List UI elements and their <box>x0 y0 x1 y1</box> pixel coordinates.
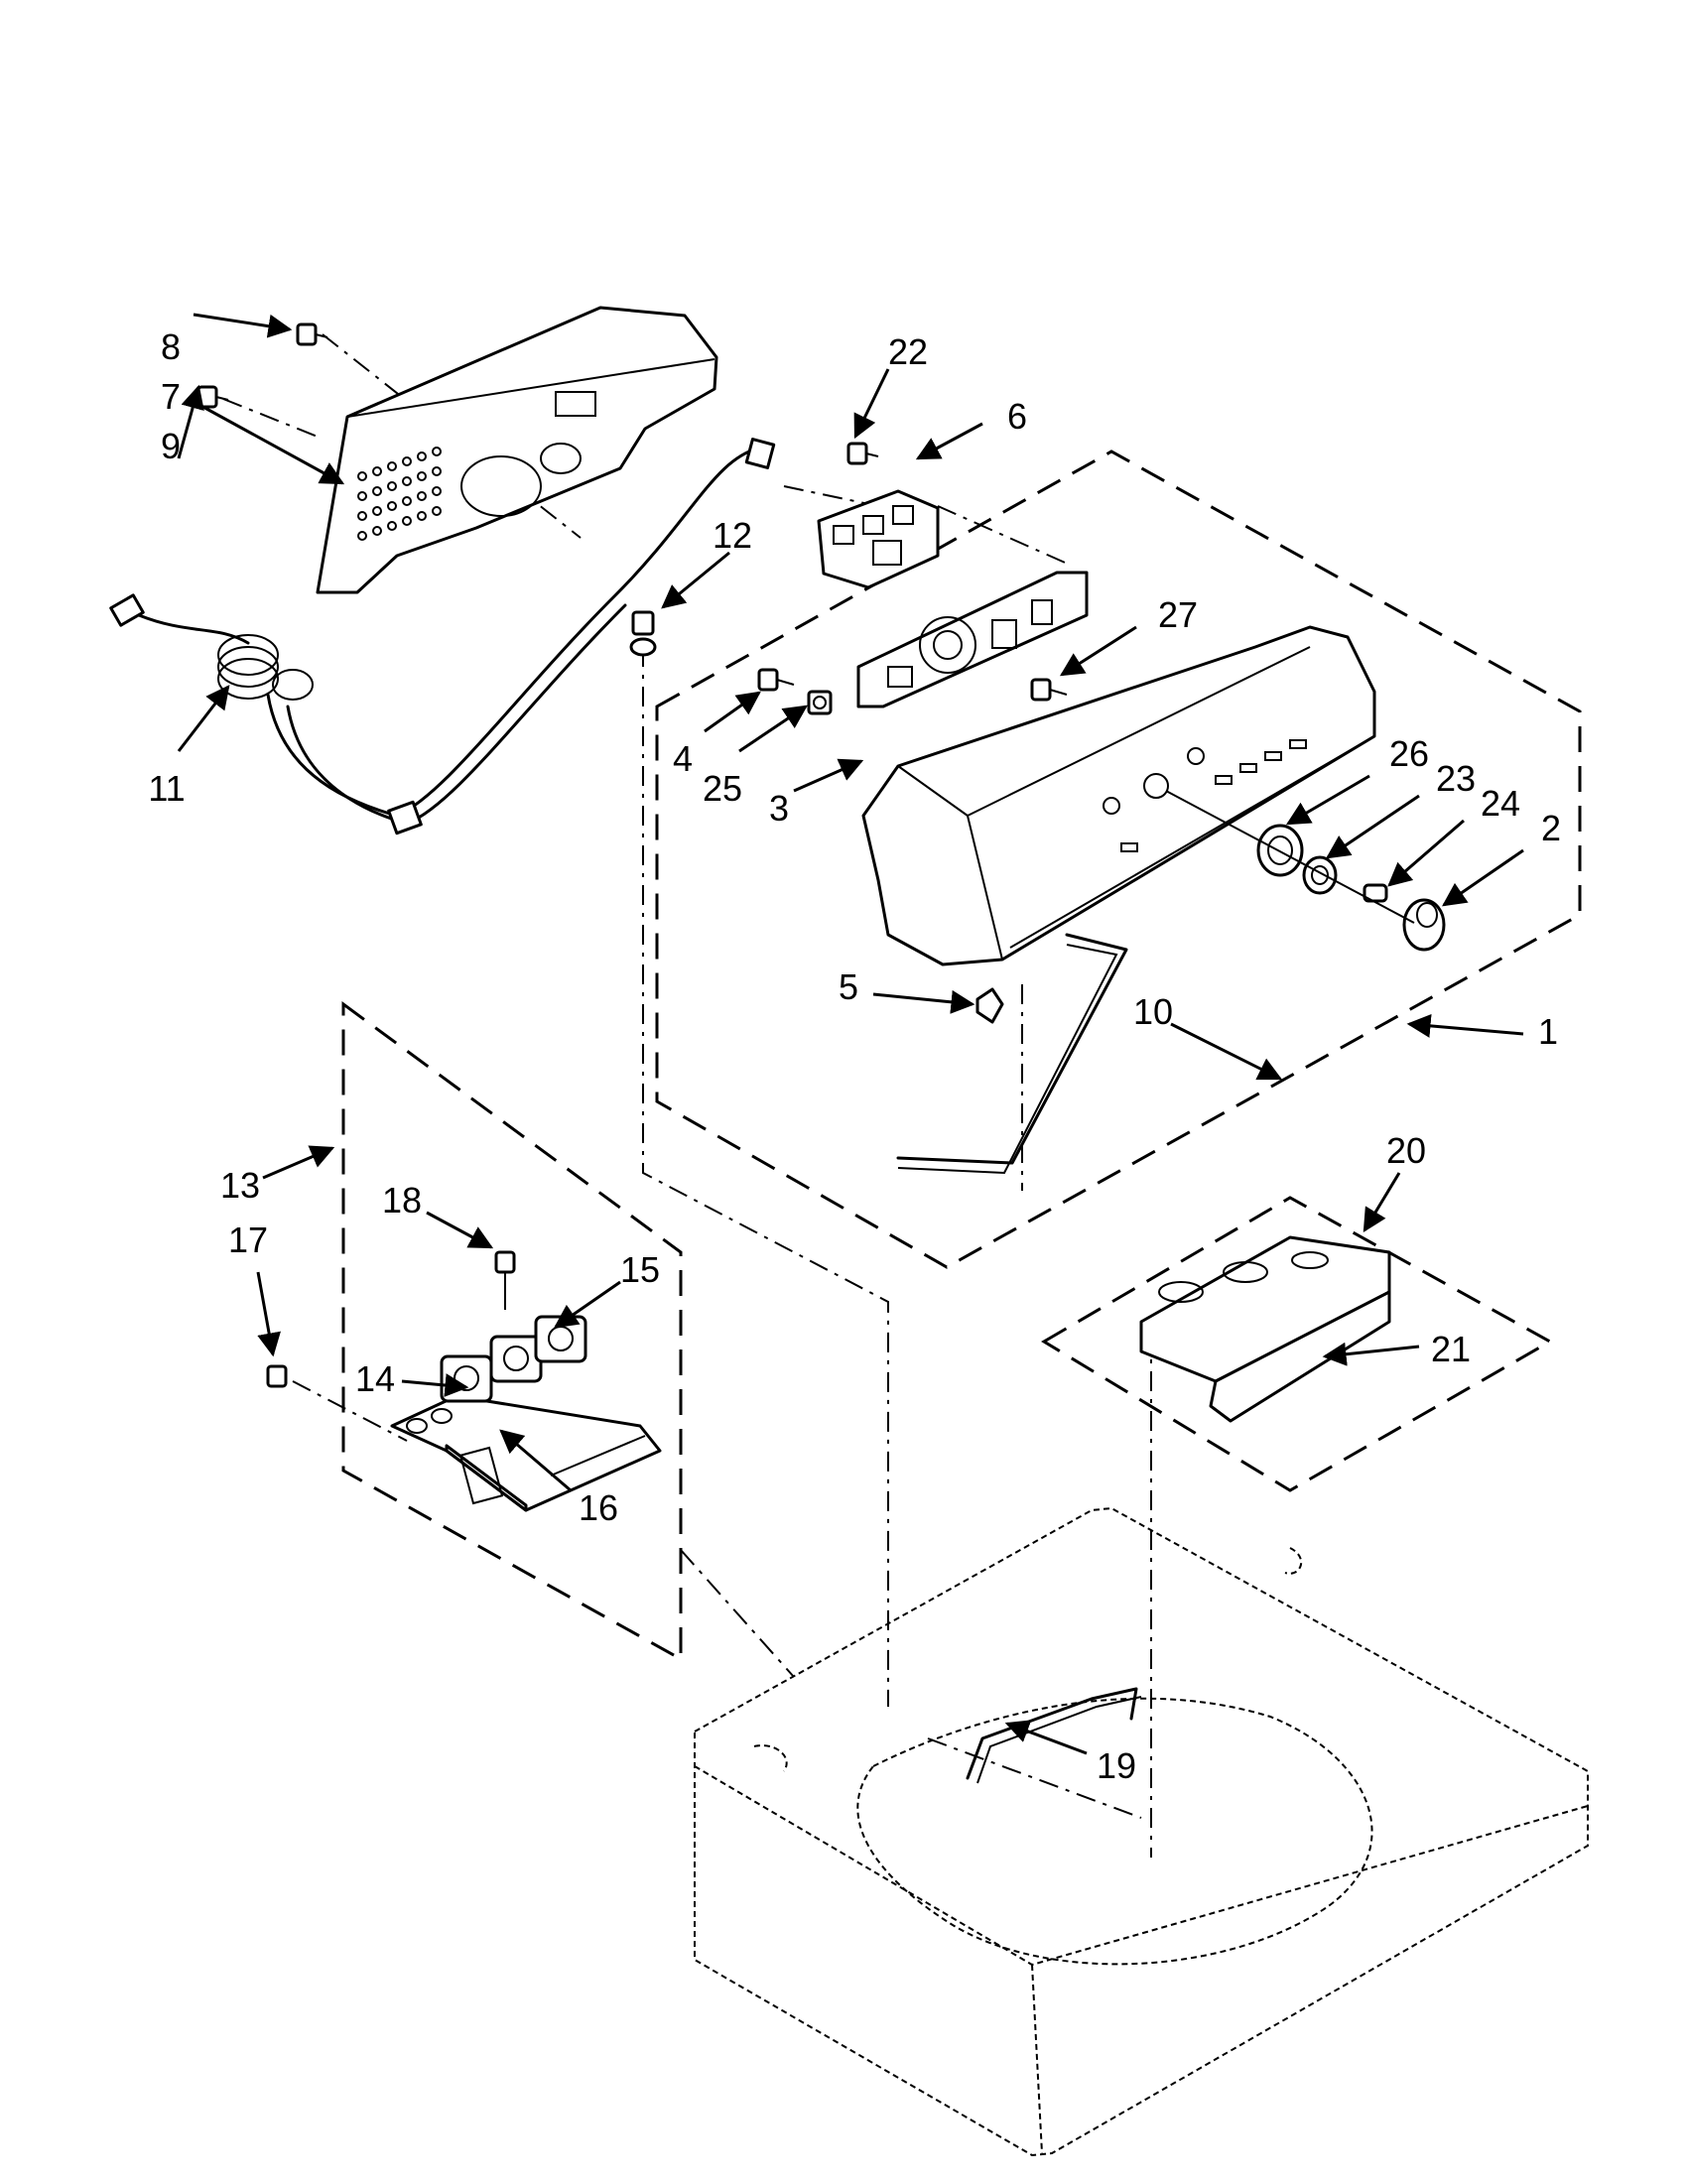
knob-shaft <box>1363 883 1388 903</box>
console-assembly-boundary <box>655 450 1582 1269</box>
alignment-line-9 <box>222 398 324 440</box>
screw-18 <box>494 1250 516 1310</box>
callout-24: 24 <box>1481 783 1520 824</box>
alignment-line-22 <box>783 485 879 507</box>
screw-4 <box>757 668 795 692</box>
encoder <box>807 690 833 715</box>
callout-8: 8 <box>161 326 181 367</box>
screw-9 <box>196 385 229 409</box>
callout-26: 26 <box>1389 733 1429 774</box>
callout-2: 2 <box>1541 808 1561 848</box>
callout-23: 23 <box>1436 758 1476 799</box>
washer-top <box>694 1506 1589 2157</box>
trim-strip <box>896 933 1128 1175</box>
alignment-line-valve <box>680 1549 795 1678</box>
callout-27: 27 <box>1158 594 1198 635</box>
callout-10: 10 <box>1133 991 1173 1032</box>
callout-1: 1 <box>1538 1011 1558 1052</box>
vent-holes <box>357 447 442 541</box>
callout-19: 19 <box>1097 1745 1136 1786</box>
callout-20: 20 <box>1386 1130 1426 1171</box>
power-cord <box>109 438 776 835</box>
screw-12 <box>629 610 657 657</box>
ui-board <box>856 571 1089 708</box>
clip <box>975 987 1004 1024</box>
callout-4: 4 <box>673 738 693 779</box>
dispenser-assembly-boundary <box>1041 1196 1554 1492</box>
callout-12: 12 <box>713 515 752 556</box>
water-valve <box>440 1315 587 1403</box>
alignment-line-17 <box>292 1380 408 1442</box>
knob <box>1402 898 1446 952</box>
callout-25: 25 <box>703 768 742 809</box>
callout-16: 16 <box>579 1487 618 1528</box>
screw-17 <box>266 1364 288 1388</box>
alignment-line-19 <box>927 1737 1142 1819</box>
callout-5: 5 <box>839 966 858 1007</box>
valve-assembly-boundary <box>341 1001 683 1662</box>
callout-15: 15 <box>620 1249 660 1290</box>
dispenser-drawer <box>1139 1235 1391 1423</box>
callout-9: 9 <box>161 426 181 466</box>
callout-7: 7 <box>161 376 181 417</box>
alignment-line-6 <box>937 505 1073 567</box>
rear-panel <box>316 306 718 594</box>
knob-ring <box>1302 855 1338 895</box>
screw-8 <box>296 322 328 346</box>
leader-lines <box>177 313 1524 1755</box>
callout-numbers: 8 7 9 11 12 22 6 27 4 25 3 26 23 24 2 5 … <box>148 326 1561 1786</box>
alignment-line-12 <box>642 647 889 1707</box>
callout-13: 13 <box>220 1165 260 1206</box>
screw-22 <box>846 442 879 465</box>
callout-14: 14 <box>355 1358 395 1399</box>
control-board <box>817 489 940 589</box>
console <box>861 625 1376 966</box>
callout-21: 21 <box>1431 1329 1471 1369</box>
screw-27 <box>1030 678 1068 702</box>
callout-11: 11 <box>148 768 185 809</box>
callout-6: 6 <box>1007 396 1027 437</box>
knob-bezel <box>1256 824 1304 877</box>
callout-3: 3 <box>769 788 789 829</box>
knob-axis <box>1165 790 1415 924</box>
callout-17: 17 <box>228 1220 268 1260</box>
callout-18: 18 <box>382 1180 422 1220</box>
callout-22: 22 <box>888 331 928 372</box>
